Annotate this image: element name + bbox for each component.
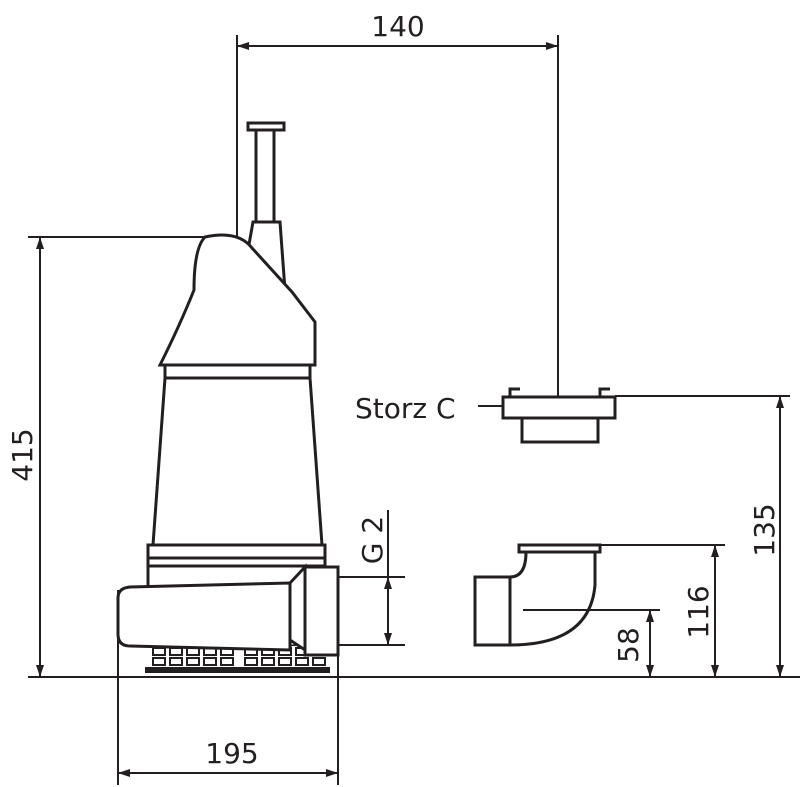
strainer-slot: [152, 657, 166, 666]
dimension-135: 135: [748, 396, 784, 677]
dimension-g2-label: G 2: [356, 516, 389, 564]
dimension-140-label: 140: [371, 10, 424, 43]
pump-body: [116, 121, 340, 673]
dimension-58-label: 58: [612, 627, 645, 663]
strainer-slot: [244, 657, 258, 666]
strainer-slot: [186, 657, 200, 666]
strainer-slot: [278, 657, 292, 666]
strainer-slot: [169, 647, 183, 656]
dimension-116: 116: [682, 545, 719, 677]
dimension-415-label: 415: [6, 428, 39, 481]
strainer-slot: [203, 657, 217, 666]
elbow-fitting: [473, 543, 725, 647]
strainer-slot: [312, 657, 326, 666]
storz-coupling: Storz C: [355, 387, 790, 444]
dimension-g2: G 2: [338, 510, 405, 646]
dimension-415: 415: [6, 236, 208, 677]
strainer-slot: [152, 647, 166, 656]
dimension-195-label: 195: [205, 737, 258, 770]
dimension-135-label: 135: [748, 503, 781, 556]
strainer-slot: [295, 657, 309, 666]
strainer-slot: [220, 657, 234, 666]
storz-label: Storz C: [355, 392, 456, 425]
strainer-slot: [261, 657, 275, 666]
strainer-slot: [169, 657, 183, 666]
dimension-195: 195: [117, 590, 339, 785]
dimension-58: 58: [612, 610, 654, 677]
dimension-116-label: 116: [682, 585, 715, 638]
dimension-140: 140: [236, 10, 559, 396]
